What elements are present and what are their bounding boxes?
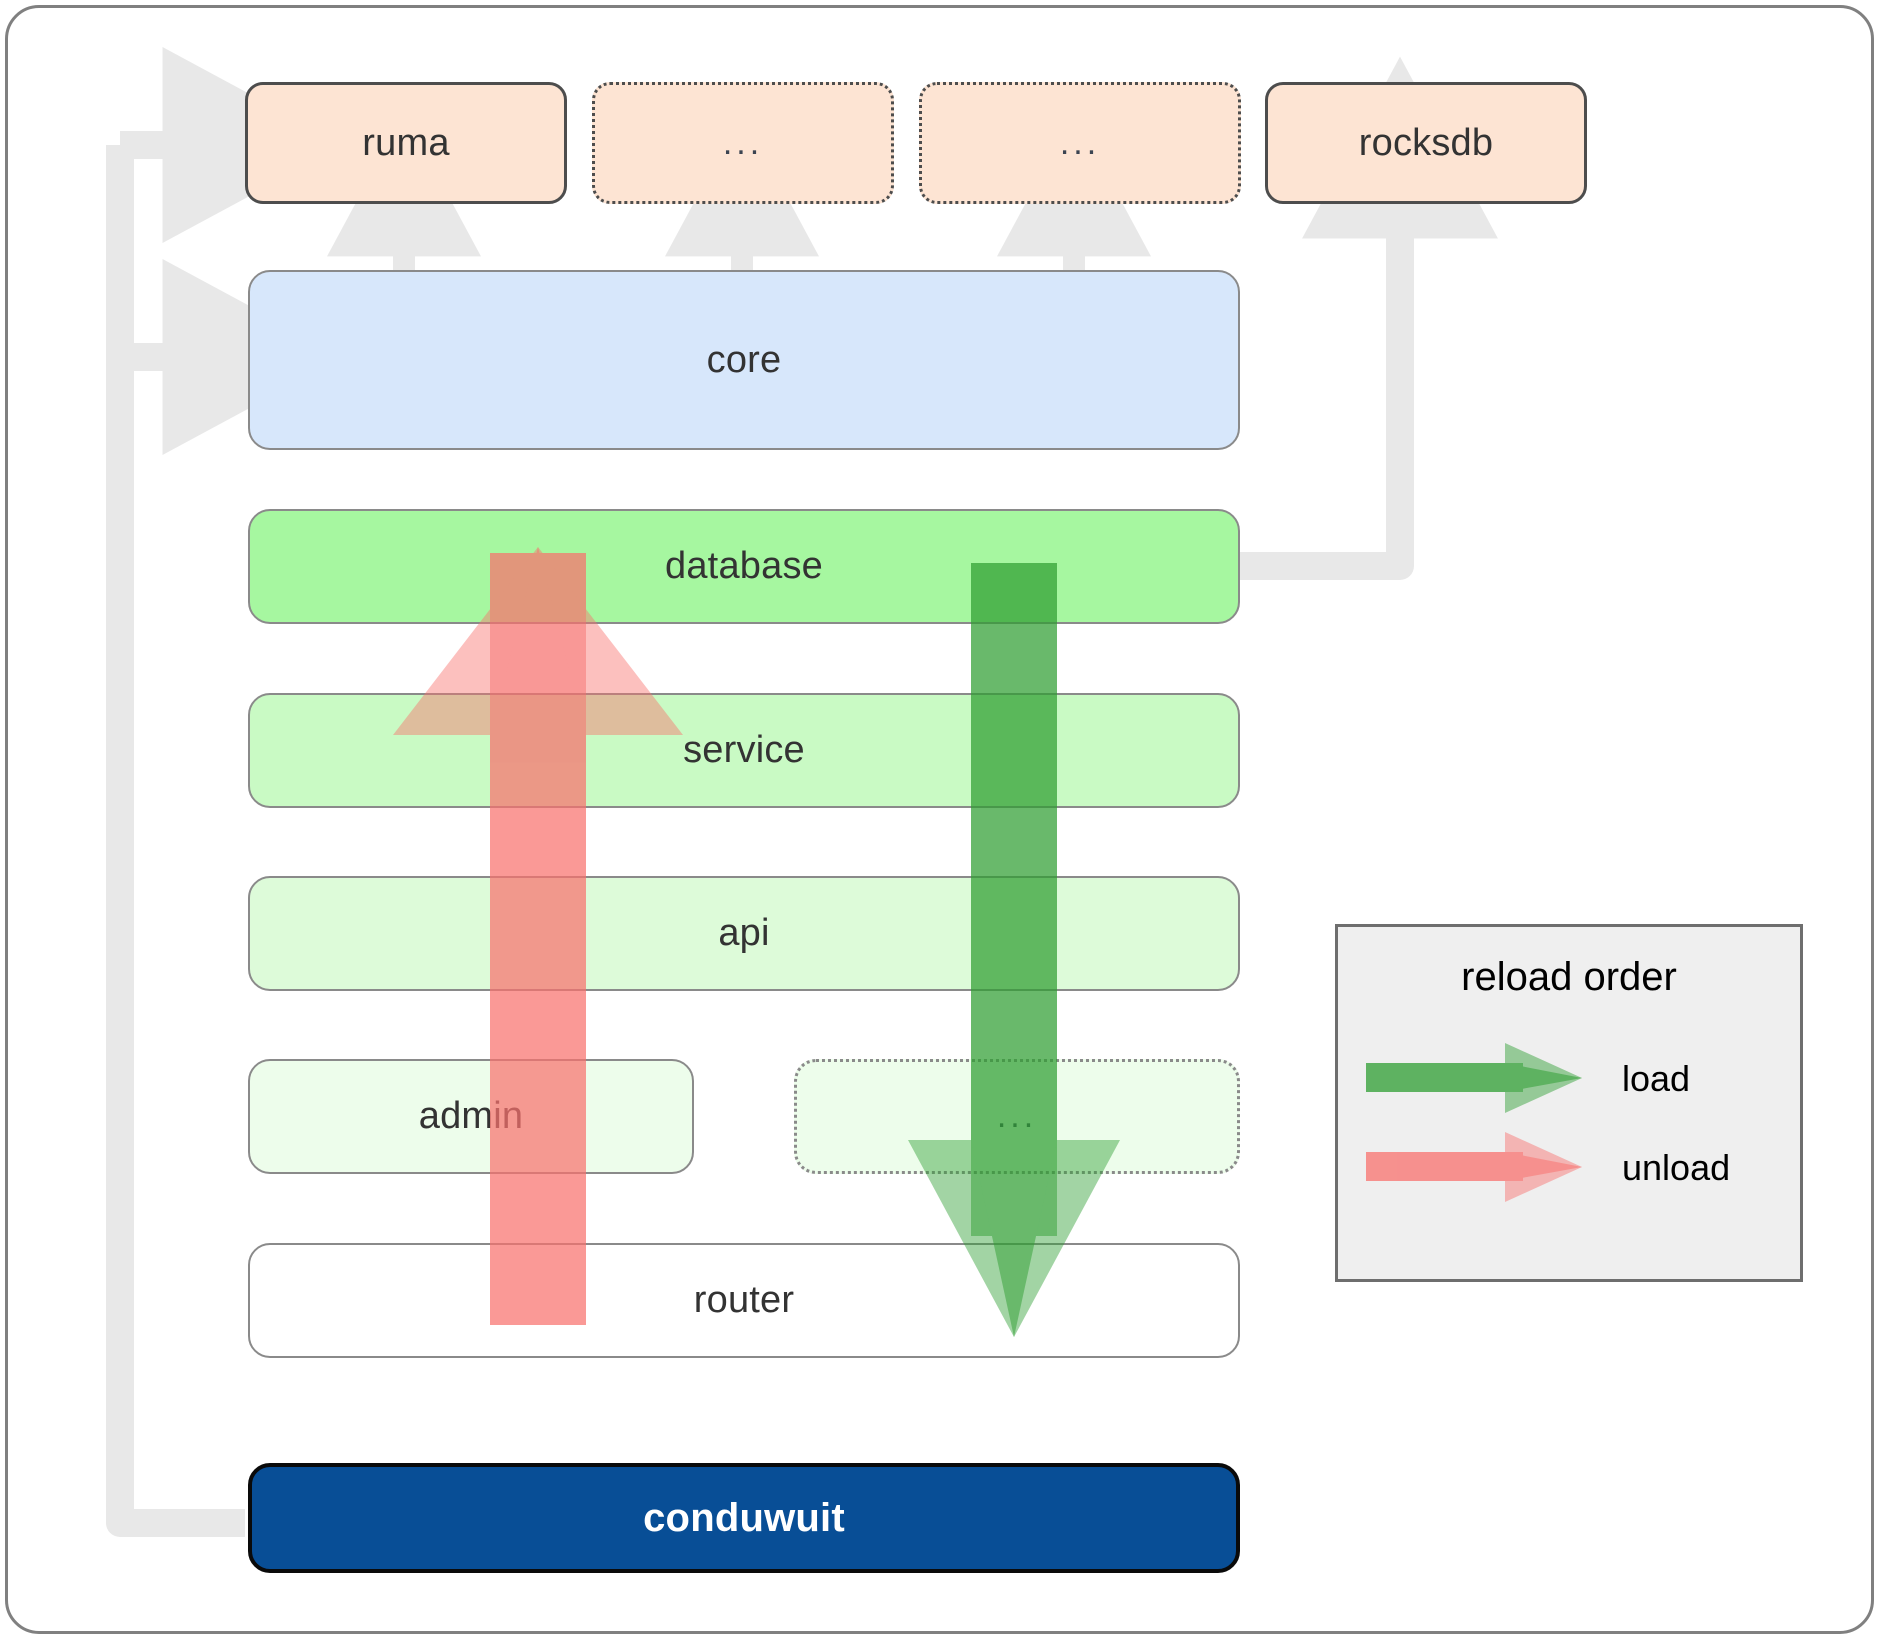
legend-title: reload order: [1461, 955, 1677, 999]
layer-router-label: router: [693, 1279, 795, 1321]
legend-panel: [1335, 924, 1803, 1282]
crate-rocksdb[interactable]: rocksdb: [1265, 82, 1587, 204]
layer-router[interactable]: router: [248, 1243, 1240, 1358]
layer-api[interactable]: api: [248, 876, 1240, 991]
binary-conduwuit[interactable]: conduwuit: [248, 1463, 1240, 1573]
legend-label-unload: unload: [1622, 1147, 1731, 1188]
diagram-frame: [5, 5, 1874, 1634]
legend-label-load: load: [1622, 1058, 1691, 1099]
crate-rocksdb-label: rocksdb: [1358, 121, 1494, 164]
layer-core-label: core: [706, 338, 782, 381]
crate-placeholder-2[interactable]: ...: [919, 82, 1241, 204]
crate-ruma-label: ruma: [362, 121, 450, 164]
layer-core[interactable]: core: [248, 270, 1240, 450]
layer-service-label: service: [683, 729, 805, 771]
layer-service[interactable]: service: [248, 693, 1240, 808]
layer-api-label: api: [718, 912, 770, 954]
binary-conduwuit-label: conduwuit: [643, 1495, 845, 1540]
layer-admin-label: admin: [418, 1095, 524, 1137]
layer-placeholder[interactable]: ...: [794, 1059, 1240, 1174]
layer-database[interactable]: database: [248, 509, 1240, 624]
crate-placeholder-1[interactable]: ...: [592, 82, 894, 204]
crate-placeholder-2-label: ...: [1059, 123, 1101, 162]
layer-database-label: database: [665, 545, 823, 587]
layer-admin[interactable]: admin: [248, 1059, 694, 1174]
crate-ruma[interactable]: ruma: [245, 82, 567, 204]
layer-placeholder-label: ...: [996, 1097, 1038, 1135]
crate-placeholder-1-label: ...: [722, 123, 764, 162]
